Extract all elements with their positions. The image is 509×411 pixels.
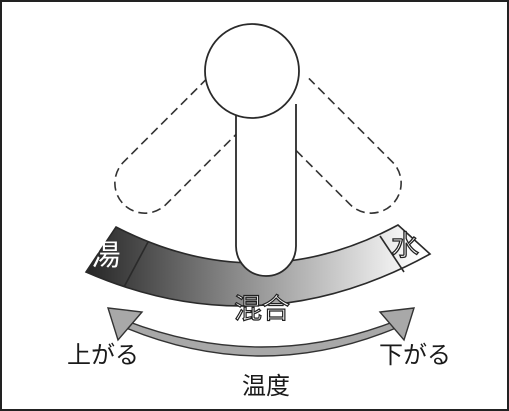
arrow-head-right	[378, 307, 415, 342]
lever-center-solid	[204, 23, 300, 277]
label-cold: 水	[391, 229, 419, 262]
lever-left-dashed	[265, 77, 402, 214]
label-temp-down: 下がる	[379, 341, 451, 369]
label-hot: 湯	[91, 238, 120, 272]
label-temp-up: 上がる	[67, 341, 139, 369]
arrow-head-left	[107, 307, 144, 342]
label-mix: 混合	[234, 292, 290, 325]
hot-section-divider	[123, 241, 149, 288]
lever-right-dashed	[114, 77, 251, 214]
temperature-arrow	[107, 307, 415, 357]
label-temperature: 温度	[242, 372, 290, 400]
cold-section-divider	[379, 235, 405, 273]
lever-knob	[204, 23, 300, 119]
